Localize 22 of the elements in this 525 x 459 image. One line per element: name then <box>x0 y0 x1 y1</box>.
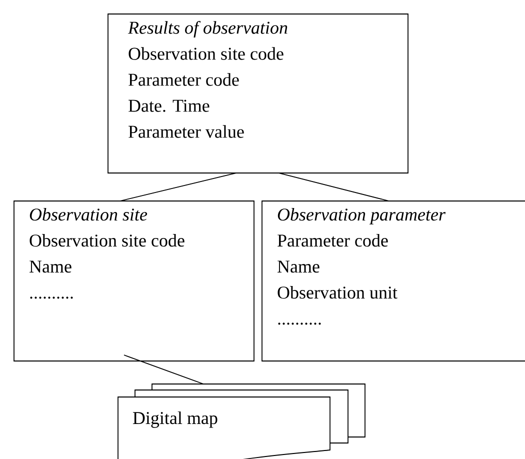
heading: Results of observation <box>128 21 288 38</box>
connector-line <box>278 172 390 202</box>
entity-box <box>14 200 254 362</box>
field-name: Parameter code <box>128 73 239 86</box>
entity-box <box>262 200 525 362</box>
field-name: Date. Time <box>128 100 210 112</box>
entity-box <box>108 14 408 174</box>
field-name: .......... <box>30 296 73 299</box>
connector-line <box>120 172 236 202</box>
field-name: Observation site code <box>128 47 284 60</box>
field-name: Name <box>278 260 320 273</box>
field-name: Observation unit <box>278 286 398 299</box>
field-name: Parameter value <box>128 125 244 138</box>
heading: Observation site <box>30 208 148 221</box>
connector-line <box>124 354 204 384</box>
field-name: Name <box>30 260 72 273</box>
field-name: Parameter code <box>278 234 388 247</box>
field-name: Observation site code <box>30 234 184 247</box>
map-label: Digital map <box>132 411 218 428</box>
heading: Observation parameter <box>278 208 446 224</box>
field-name: .......... <box>278 322 321 325</box>
map-sheet-stack <box>118 384 366 459</box>
